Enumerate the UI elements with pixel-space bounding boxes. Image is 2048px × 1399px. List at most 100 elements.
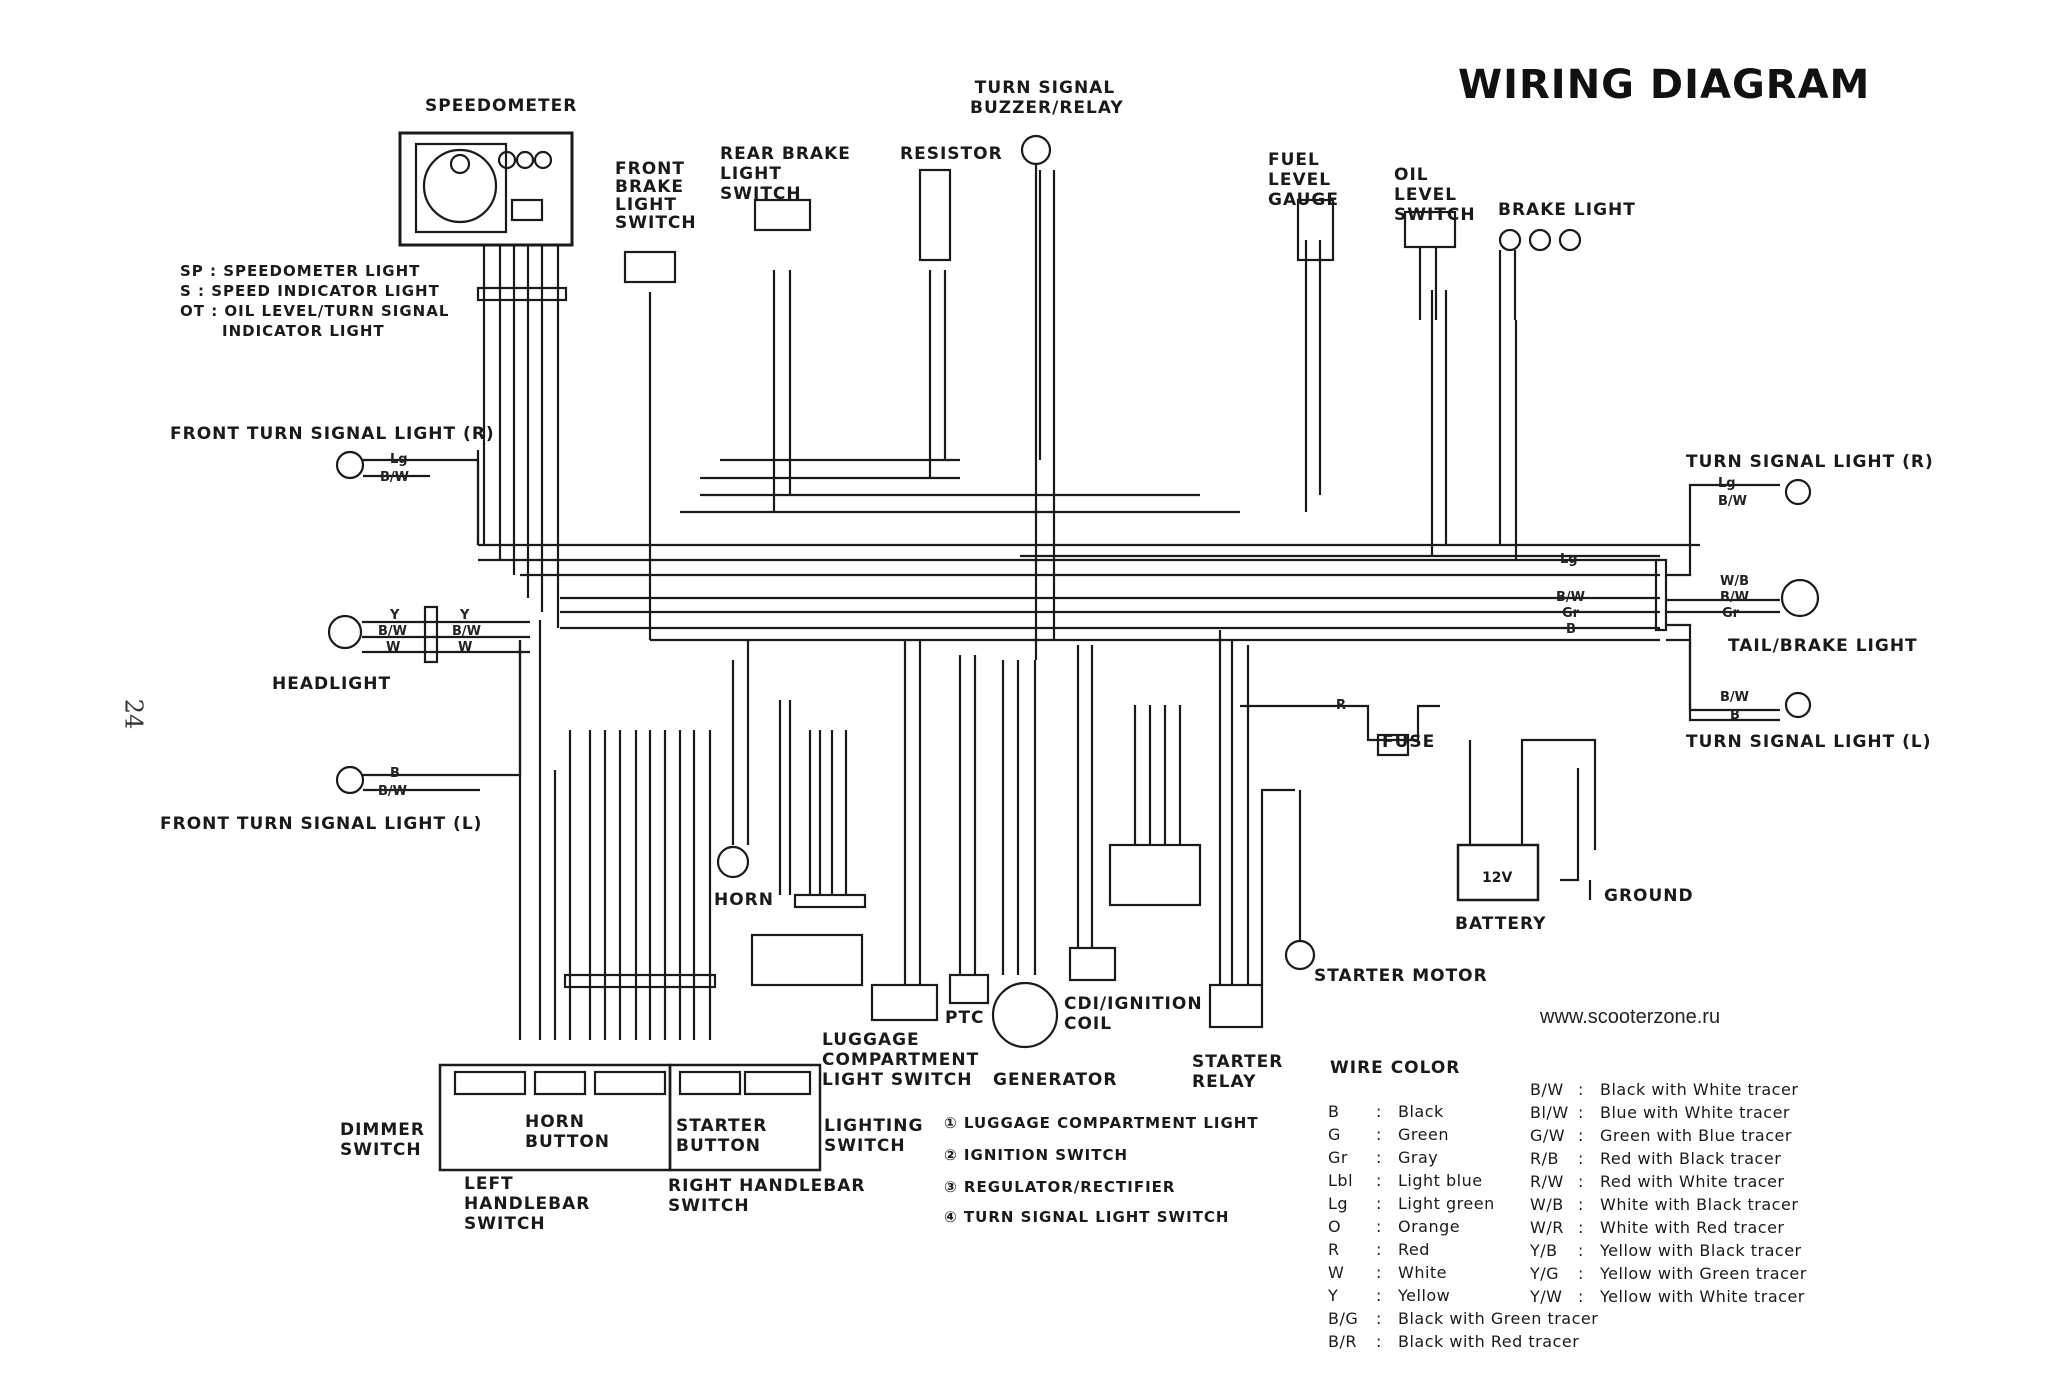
wire-tag: B/W: [1720, 690, 1749, 705]
legend-row: R:Red: [1328, 1240, 1430, 1259]
legend-row: Bl/W:Blue with White tracer: [1530, 1103, 1791, 1122]
wire-tag: B: [390, 766, 400, 781]
wire-tag: B: [1730, 708, 1740, 723]
label-starter-button: STARTER BUTTON: [676, 1116, 768, 1156]
wire-tag: Y: [460, 608, 470, 623]
label-rear-brake-switch: REAR BRAKE LIGHT SWITCH: [720, 144, 851, 204]
label-front-turn-l: FRONT TURN SIGNAL LIGHT (L): [160, 814, 483, 834]
legend-row: G/W:Green with Blue tracer: [1530, 1126, 1792, 1145]
fuel-gauge-box: [1296, 198, 1335, 262]
legend-row: R/B:Red with Black tracer: [1530, 1149, 1782, 1168]
wire-tag: W: [458, 640, 473, 655]
brake-lamp-3: [1558, 228, 1582, 252]
label-ground: GROUND: [1604, 886, 1694, 906]
wire-tag: Gr: [1722, 606, 1740, 621]
legend-row: Lg:Light green: [1328, 1194, 1495, 1213]
wire-tag: W: [386, 640, 401, 655]
fuse-box: [1376, 733, 1410, 757]
legend-row: Y:Yellow: [1328, 1286, 1451, 1305]
numbered-note-2: ② IGNITION SWITCH: [944, 1146, 1129, 1164]
label-brake-light: BRAKE LIGHT: [1498, 200, 1636, 220]
starter-relay-box: [1208, 983, 1264, 1029]
brake-lamp-1: [1498, 228, 1522, 252]
speedo-note-4: INDICATOR LIGHT: [222, 322, 385, 340]
front-turn-l-lamp: [335, 765, 365, 795]
speedo-note-1: SP : SPEEDOMETER LIGHT: [180, 262, 421, 280]
wire-tag: R: [1336, 698, 1347, 713]
generator-symbol: [991, 981, 1059, 1049]
legend-row: O:Orange: [1328, 1217, 1461, 1236]
brake-lamp-2: [1528, 228, 1552, 252]
label-fuse: FUSE: [1382, 732, 1436, 752]
label-cdi: CDI/IGNITION COIL: [1064, 994, 1203, 1034]
label-turn-r: TURN SIGNAL LIGHT (R): [1686, 452, 1934, 472]
horn-symbol: [716, 845, 750, 879]
headlight-lamp: [327, 614, 363, 650]
legend-row: W:White: [1328, 1263, 1448, 1282]
wire-tag: Lg: [1718, 476, 1736, 491]
starter-motor-symbol: [1284, 939, 1316, 971]
label-left-handlebar: LEFT HANDLEBAR SWITCH: [464, 1174, 591, 1234]
legend-row: B/G:Black with Green tracer: [1328, 1309, 1599, 1328]
label-front-brake-switch: FRONT BRAKE LIGHT SWITCH: [615, 159, 697, 233]
wire-color-title: WIRE COLOR: [1330, 1058, 1461, 1078]
label-horn: HORN: [714, 890, 774, 910]
label-ptc: PTC: [945, 1008, 985, 1028]
label-oil-switch: OIL LEVEL SWITCH: [1394, 165, 1476, 225]
label-generator: GENERATOR: [993, 1070, 1118, 1090]
rear-brake-switch-box: [753, 198, 812, 232]
legend-row: B/W:Black with White tracer: [1530, 1080, 1799, 1099]
speedo-note-3: OT : OIL LEVEL/TURN SIGNAL: [180, 302, 450, 320]
legend-row: R/W:Red with White tracer: [1530, 1172, 1785, 1191]
numbered-note-3: ③ REGULATOR/RECTIFIER: [944, 1178, 1176, 1196]
front-turn-r-lamp: [335, 450, 365, 480]
speedo-note-2: S : SPEED INDICATOR LIGHT: [180, 282, 440, 300]
label-dimmer: DIMMER SWITCH: [340, 1120, 425, 1160]
wire-tag: B/W: [452, 624, 481, 639]
legend-row: B/R:Black with Red tracer: [1328, 1332, 1580, 1351]
label-starter-relay: STARTER RELAY: [1192, 1052, 1284, 1092]
battery-voltage: 12V: [1482, 870, 1512, 886]
label-turn-l: TURN SIGNAL LIGHT (L): [1686, 732, 1932, 752]
wire-tag: Y: [390, 608, 400, 623]
legend-row: Y/B:Yellow with Black tracer: [1530, 1241, 1802, 1260]
front-brake-switch-box: [623, 250, 677, 284]
legend-row: G:Green: [1328, 1125, 1449, 1144]
legend-row: W/B:White with Black tracer: [1530, 1195, 1799, 1214]
legend-row: W/R:White with Red tracer: [1530, 1218, 1785, 1237]
legend-row: Lbl:Light blue: [1328, 1171, 1483, 1190]
legend-row: Gr:Gray: [1328, 1148, 1439, 1167]
label-right-handlebar: RIGHT HANDLEBAR SWITCH: [668, 1176, 866, 1216]
label-lighting-switch: LIGHTING SWITCH: [824, 1116, 924, 1156]
wire-tag: W/B: [1720, 574, 1749, 589]
wire-tag: B/W: [1718, 494, 1747, 509]
wire-tag: B/W: [378, 784, 407, 799]
wire-tag: Lg: [390, 452, 408, 467]
numbered-note-1: ① LUGGAGE COMPARTMENT LIGHT: [944, 1114, 1259, 1132]
wire-tag: Gr: [1562, 606, 1580, 621]
label-fuel-gauge: FUEL LEVEL GAUGE: [1268, 150, 1339, 210]
wire-tag: B/W: [378, 624, 407, 639]
label-starter-motor: STARTER MOTOR: [1314, 966, 1488, 986]
battery-box: [1456, 843, 1540, 902]
label-front-turn-r: FRONT TURN SIGNAL LIGHT (R): [170, 424, 495, 444]
label-turn-signal-buzzer: TURN SIGNAL BUZZER/RELAY: [970, 78, 1124, 118]
label-headlight: HEADLIGHT: [272, 674, 392, 694]
legend-row: B:Black: [1328, 1102, 1444, 1121]
website-label: www.scooterzone.ru: [1540, 1006, 1721, 1028]
wire-tag: B: [1566, 622, 1576, 637]
page-number: 24: [119, 698, 148, 730]
wire-tag: Lg: [1560, 552, 1578, 567]
oil-switch-box: [1403, 210, 1457, 249]
page-title: WIRING DIAGRAM: [1458, 62, 1871, 108]
legend-row: Y/G:Yellow with Green tracer: [1530, 1264, 1807, 1283]
buzzer-symbol: [1020, 134, 1052, 166]
resistor-box: [918, 168, 952, 262]
legend-row: Y/W:Yellow with White tracer: [1530, 1287, 1805, 1306]
label-speedometer: SPEEDOMETER: [425, 96, 578, 116]
label-resistor: RESISTOR: [900, 144, 1003, 164]
label-luggage-switch: LUGGAGE COMPARTMENT LIGHT SWITCH: [822, 1030, 980, 1090]
wire-tag: B/W: [1720, 590, 1749, 605]
label-battery: BATTERY: [1455, 914, 1547, 934]
